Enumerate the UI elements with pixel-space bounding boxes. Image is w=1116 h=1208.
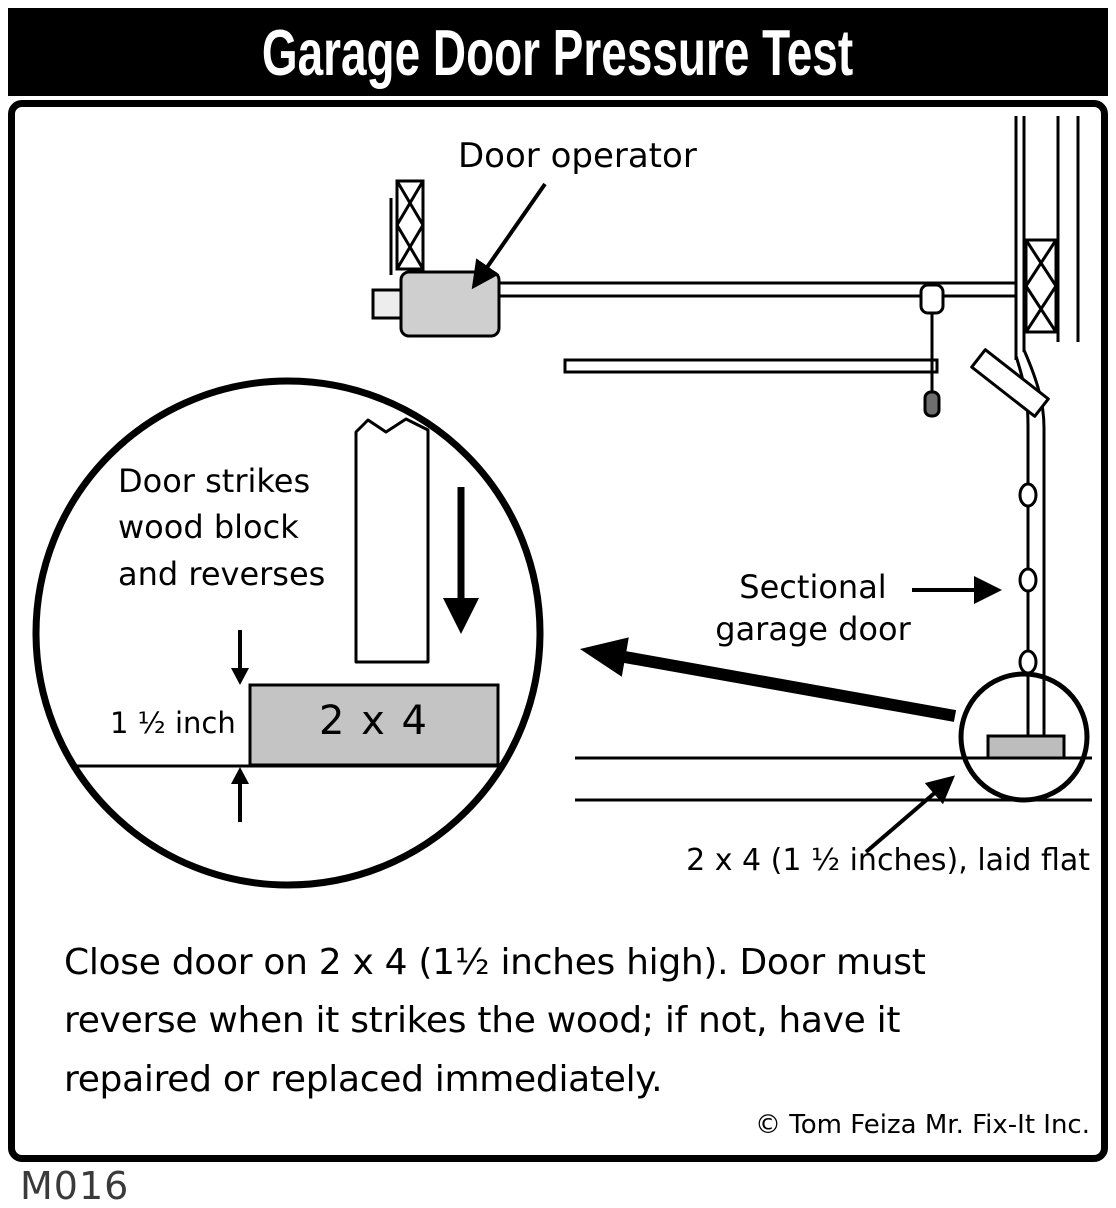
header-bar xyxy=(563,358,939,374)
down-arrow-head xyxy=(443,598,479,634)
inset-note-line1: Door strikes xyxy=(118,462,311,500)
wood-block-at-door xyxy=(986,734,1066,760)
magnifier-pointer-arrow xyxy=(580,637,957,722)
inset-door-panel xyxy=(354,417,430,664)
sectional-door xyxy=(1018,428,1046,736)
inset-note-line3: and reverses xyxy=(118,554,326,593)
caption-line2: reverse when it strikes the wood; if not… xyxy=(64,1000,901,1042)
inset-wood-block xyxy=(248,683,500,767)
operator-motor xyxy=(399,270,501,338)
page-title: Garage Door Pressure Test xyxy=(262,15,854,89)
door-operator-unit xyxy=(371,179,1018,338)
copyright-credit: © Tom Feiza Mr. Fix-It Inc. xyxy=(755,1110,1090,1140)
wall-structure xyxy=(1014,116,1080,360)
caption-line1: Close door on 2 x 4 (1½ inches high). Do… xyxy=(64,942,926,983)
sectional-door-label: Sectional garage door xyxy=(706,566,920,650)
track-curve xyxy=(970,348,1050,429)
sectional-door-label-line2: garage door xyxy=(715,610,911,649)
detail-source-circle xyxy=(958,671,1090,803)
caption-text: Close door on 2 x 4 (1½ inches high). Do… xyxy=(64,934,926,1109)
door-operator-arrow xyxy=(471,182,547,290)
magnifier-circle xyxy=(32,377,544,889)
caption-line3: repaired or replaced immediately. xyxy=(64,1058,663,1100)
laid-flat-label: 2 x 4 (1 ½ inches), laid flat xyxy=(686,843,1090,878)
floor-lines xyxy=(575,756,1092,802)
title-bar: Garage Door Pressure Test xyxy=(8,8,1108,96)
label-arrows xyxy=(471,182,1002,854)
release-cord xyxy=(919,283,945,418)
laid-flat-arrow xyxy=(864,775,956,854)
inset-note: Door strikes wood block and reverses xyxy=(118,458,325,597)
inset-drawing xyxy=(74,417,502,822)
wood-block-label: 2 x 4 xyxy=(319,698,429,744)
figure-id: M016 xyxy=(20,1164,130,1208)
height-dimension-label: 1 ½ inch xyxy=(110,706,236,740)
height-dimension-arrows xyxy=(231,630,249,822)
inset-note-line2: wood block xyxy=(118,508,299,547)
sectional-door-label-line1: Sectional xyxy=(739,568,887,606)
door-operator-label: Door operator xyxy=(458,136,697,176)
